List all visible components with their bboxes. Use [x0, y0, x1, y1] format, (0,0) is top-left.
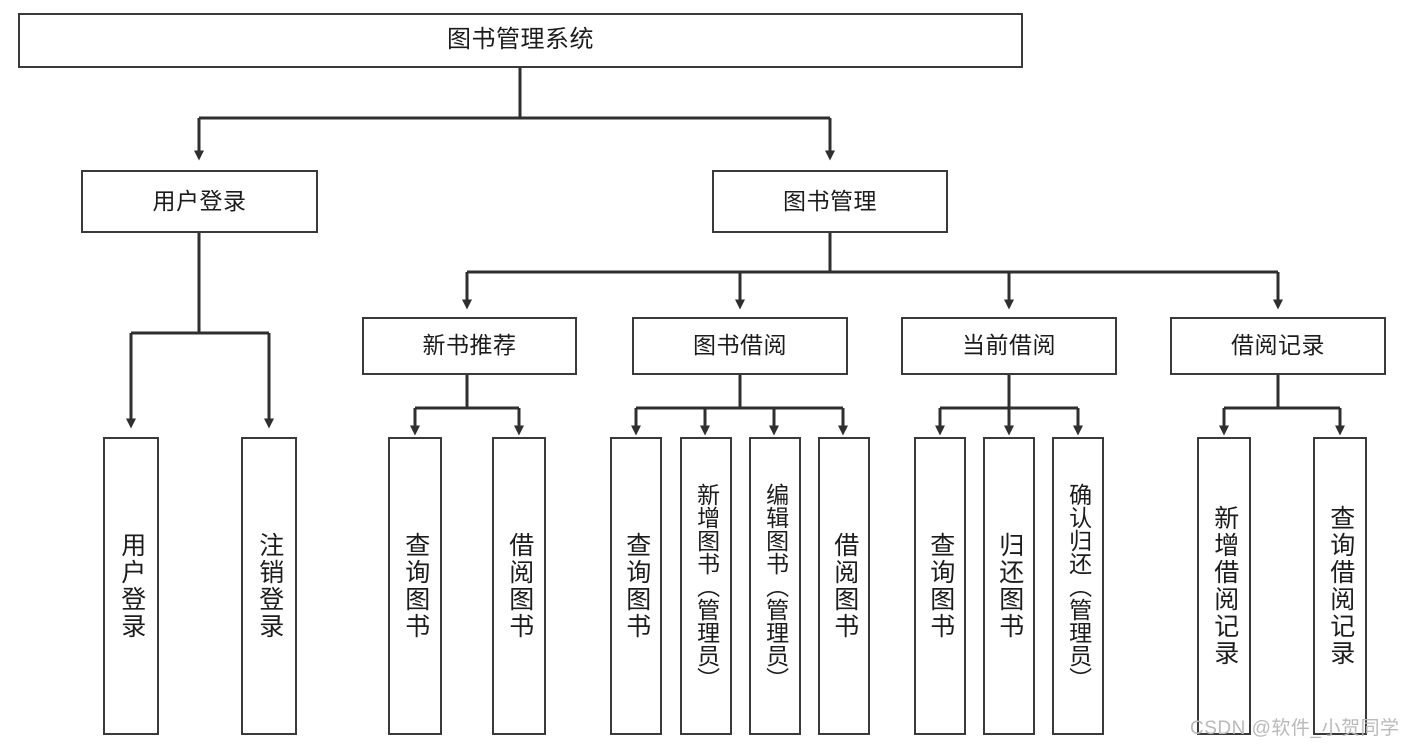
node-book-management[interactable]: 图书管理	[712, 170, 948, 233]
node-book-borrow[interactable]: 图书借阅	[632, 317, 848, 375]
leaf-current-return-books[interactable]: 归还图书	[983, 437, 1035, 735]
leaf-borrow-add-book-admin[interactable]: 新增图书（管理员）	[680, 437, 732, 735]
leaf-user-login[interactable]: 用户登录	[103, 437, 159, 735]
leaf-borrow-borrow-books[interactable]: 借阅图书	[818, 437, 870, 735]
leaf-records-query-record[interactable]: 查询借阅记录	[1313, 437, 1367, 735]
leaf-logout[interactable]: 注销登录	[241, 437, 297, 735]
leaf-current-confirm-return-admin[interactable]: 确认归还（管理员）	[1052, 437, 1104, 735]
node-current-borrow[interactable]: 当前借阅	[901, 317, 1117, 375]
leaf-records-add-record[interactable]: 新增借阅记录	[1197, 437, 1251, 735]
leaf-borrow-query-books[interactable]: 查询图书	[610, 437, 662, 735]
leaf-current-query-books[interactable]: 查询图书	[914, 437, 966, 735]
node-user-login[interactable]: 用户登录	[81, 170, 318, 233]
node-new-book-recommendation[interactable]: 新书推荐	[362, 317, 577, 375]
csdn-watermark: CSDN @软件_小贺同学	[1190, 718, 1400, 739]
leaf-borrow-edit-book-admin[interactable]: 编辑图书（管理员）	[749, 437, 801, 735]
node-root-book-management-system[interactable]: 图书管理系统	[18, 13, 1023, 68]
node-borrow-records[interactable]: 借阅记录	[1170, 317, 1386, 375]
leaf-newbook-query-books[interactable]: 查询图书	[388, 437, 442, 735]
leaf-newbook-borrow-books[interactable]: 借阅图书	[492, 437, 546, 735]
